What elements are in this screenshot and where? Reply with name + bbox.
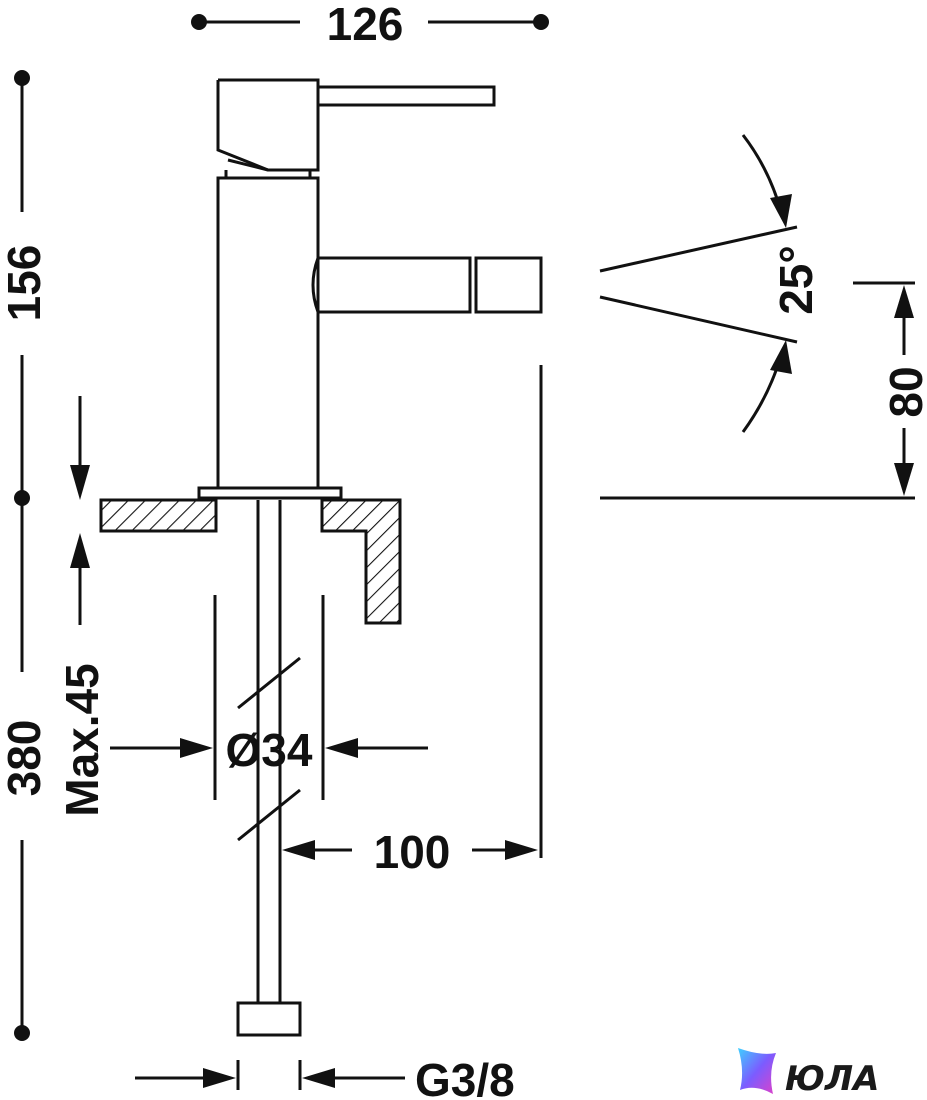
dimension-thread-label: G3/8 [415,1054,515,1100]
yula-logo-wordmark: ЮЛА [785,1059,879,1099]
dimension-spout-angle: 25° [599,134,822,433]
dimension-pipe-diameter-label: Ø34 [226,724,313,776]
faucet-aerator [474,256,543,314]
faucet-handle-cap [216,78,320,172]
pipe-connector [236,1001,302,1037]
mounting-surface-right [320,498,402,625]
dimension-max-thickness: Max.45 [56,396,108,817]
dimension-height-lower-label: 380 [0,720,50,797]
yula-logo: ЮЛА [738,1048,879,1099]
faucet-column [216,176,320,490]
dimension-pipe-diameter: Ø34 [110,595,428,800]
faucet-spout [311,256,472,314]
faucet-lever [316,85,496,107]
dimension-thread: G3/8 [135,1054,515,1100]
dimension-height-left: 156 380 [0,70,50,1041]
mounting-surface [99,498,402,625]
dimension-spout-height: 80 [600,281,927,500]
mounting-surface-left [99,498,218,533]
supply-pipe [236,500,302,1037]
faucet-base-flange [197,486,343,500]
dimension-height-upper-label: 156 [0,245,50,322]
dimension-reach-label: 100 [374,826,451,878]
dimension-spout-height-label: 80 [880,366,927,417]
dimension-reach: 100 [282,365,543,878]
faucet-body [197,78,543,500]
dimension-width-top-label: 126 [327,0,404,50]
dimension-width-top: 126 [191,0,549,50]
yula-logo-star-icon [738,1048,776,1094]
dimension-spout-angle-label: 25° [770,245,822,315]
dimension-max-thickness-label: Max.45 [56,663,108,816]
